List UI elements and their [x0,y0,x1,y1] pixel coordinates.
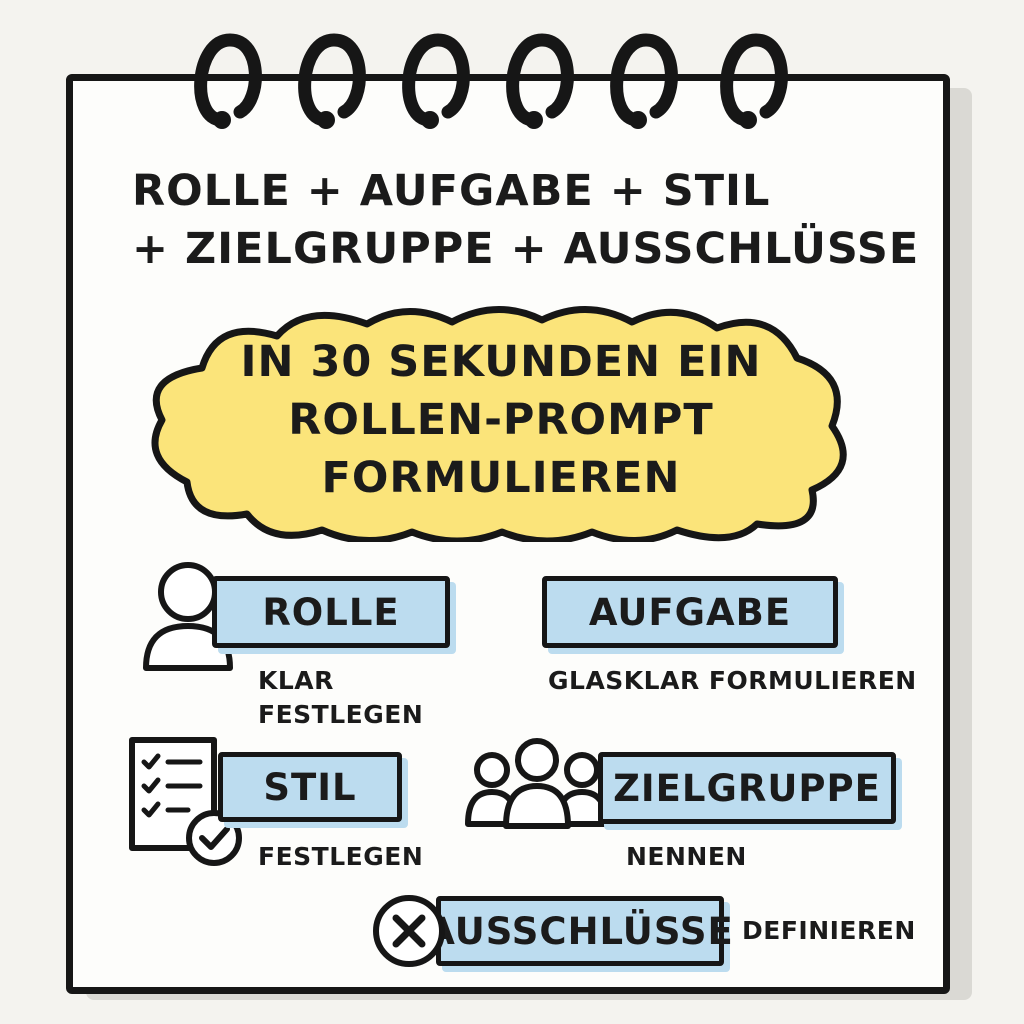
headline-line-1: ROLLE + AUFGABE + STIL [132,166,771,216]
tag-aufgabe-label: AUFGABE [588,590,792,634]
tag-zielgruppe-label: ZIELGRUPPE [613,766,881,810]
note-stil: FESTLEGEN [258,840,423,874]
tag-aufgabe: AUFGABE [542,576,838,648]
note-rolle: KLAR FESTLEGEN [258,664,423,732]
note-zielgruppe-line-1: NENNEN [626,842,747,871]
tag-ausschluesse: AUSSCHLÜSSE [426,896,733,966]
note-stil-line-1: FESTLEGEN [258,842,424,871]
tag-ausschluesse-label: AUSSCHLÜSSE [426,909,734,953]
spiral-ring-1 [194,33,262,127]
headline-line-2: + ZIELGRUPPE + AUSSCHLÜSSE [132,224,920,274]
cloud-line-1: IN 30 SEKUNDEN EIN [240,337,762,387]
group-icon [465,738,609,829]
note-aufgabe-line-1: GLASKLAR FORMULIEREN [548,666,917,695]
spiral-ring-5 [610,33,678,127]
cloud-text: IN 30 SEKUNDEN EIN ROLLEN-PROMPT FORMULI… [170,333,832,507]
spiral-ring-3 [402,33,470,127]
x-circle-icon [373,895,445,967]
cloud-line-3: FORMULIEREN [321,453,681,503]
tag-rolle-label: ROLLE [262,590,400,634]
note-rolle-line-2: FESTLEGEN [258,700,424,729]
headline: ROLLE + AUFGABE + STIL + ZIELGRUPPE + AU… [132,162,920,278]
spiral-ring-4 [506,33,574,127]
person-icon [143,562,233,671]
spiral-binding [194,33,788,129]
spiral-ring-2 [298,33,366,127]
cloud-shape [151,306,847,542]
note-zielgruppe: NENNEN [626,840,747,874]
spiral-ring-6 [720,33,788,127]
note-aufgabe: GLASKLAR FORMULIEREN [548,664,917,698]
tag-stil-label: STIL [263,765,357,809]
tag-stil: STIL [218,752,402,822]
tag-zielgruppe: ZIELGRUPPE [598,752,896,824]
note-ausschluesse-line-1: DEFINIEREN [742,916,916,945]
cloud-line-2: ROLLEN-PROMPT [288,395,714,445]
tag-rolle: ROLLE [212,576,450,648]
note-ausschluesse: DEFINIEREN [742,914,916,948]
checklist-icon [129,737,242,866]
note-rolle-line-1: KLAR [258,666,334,695]
